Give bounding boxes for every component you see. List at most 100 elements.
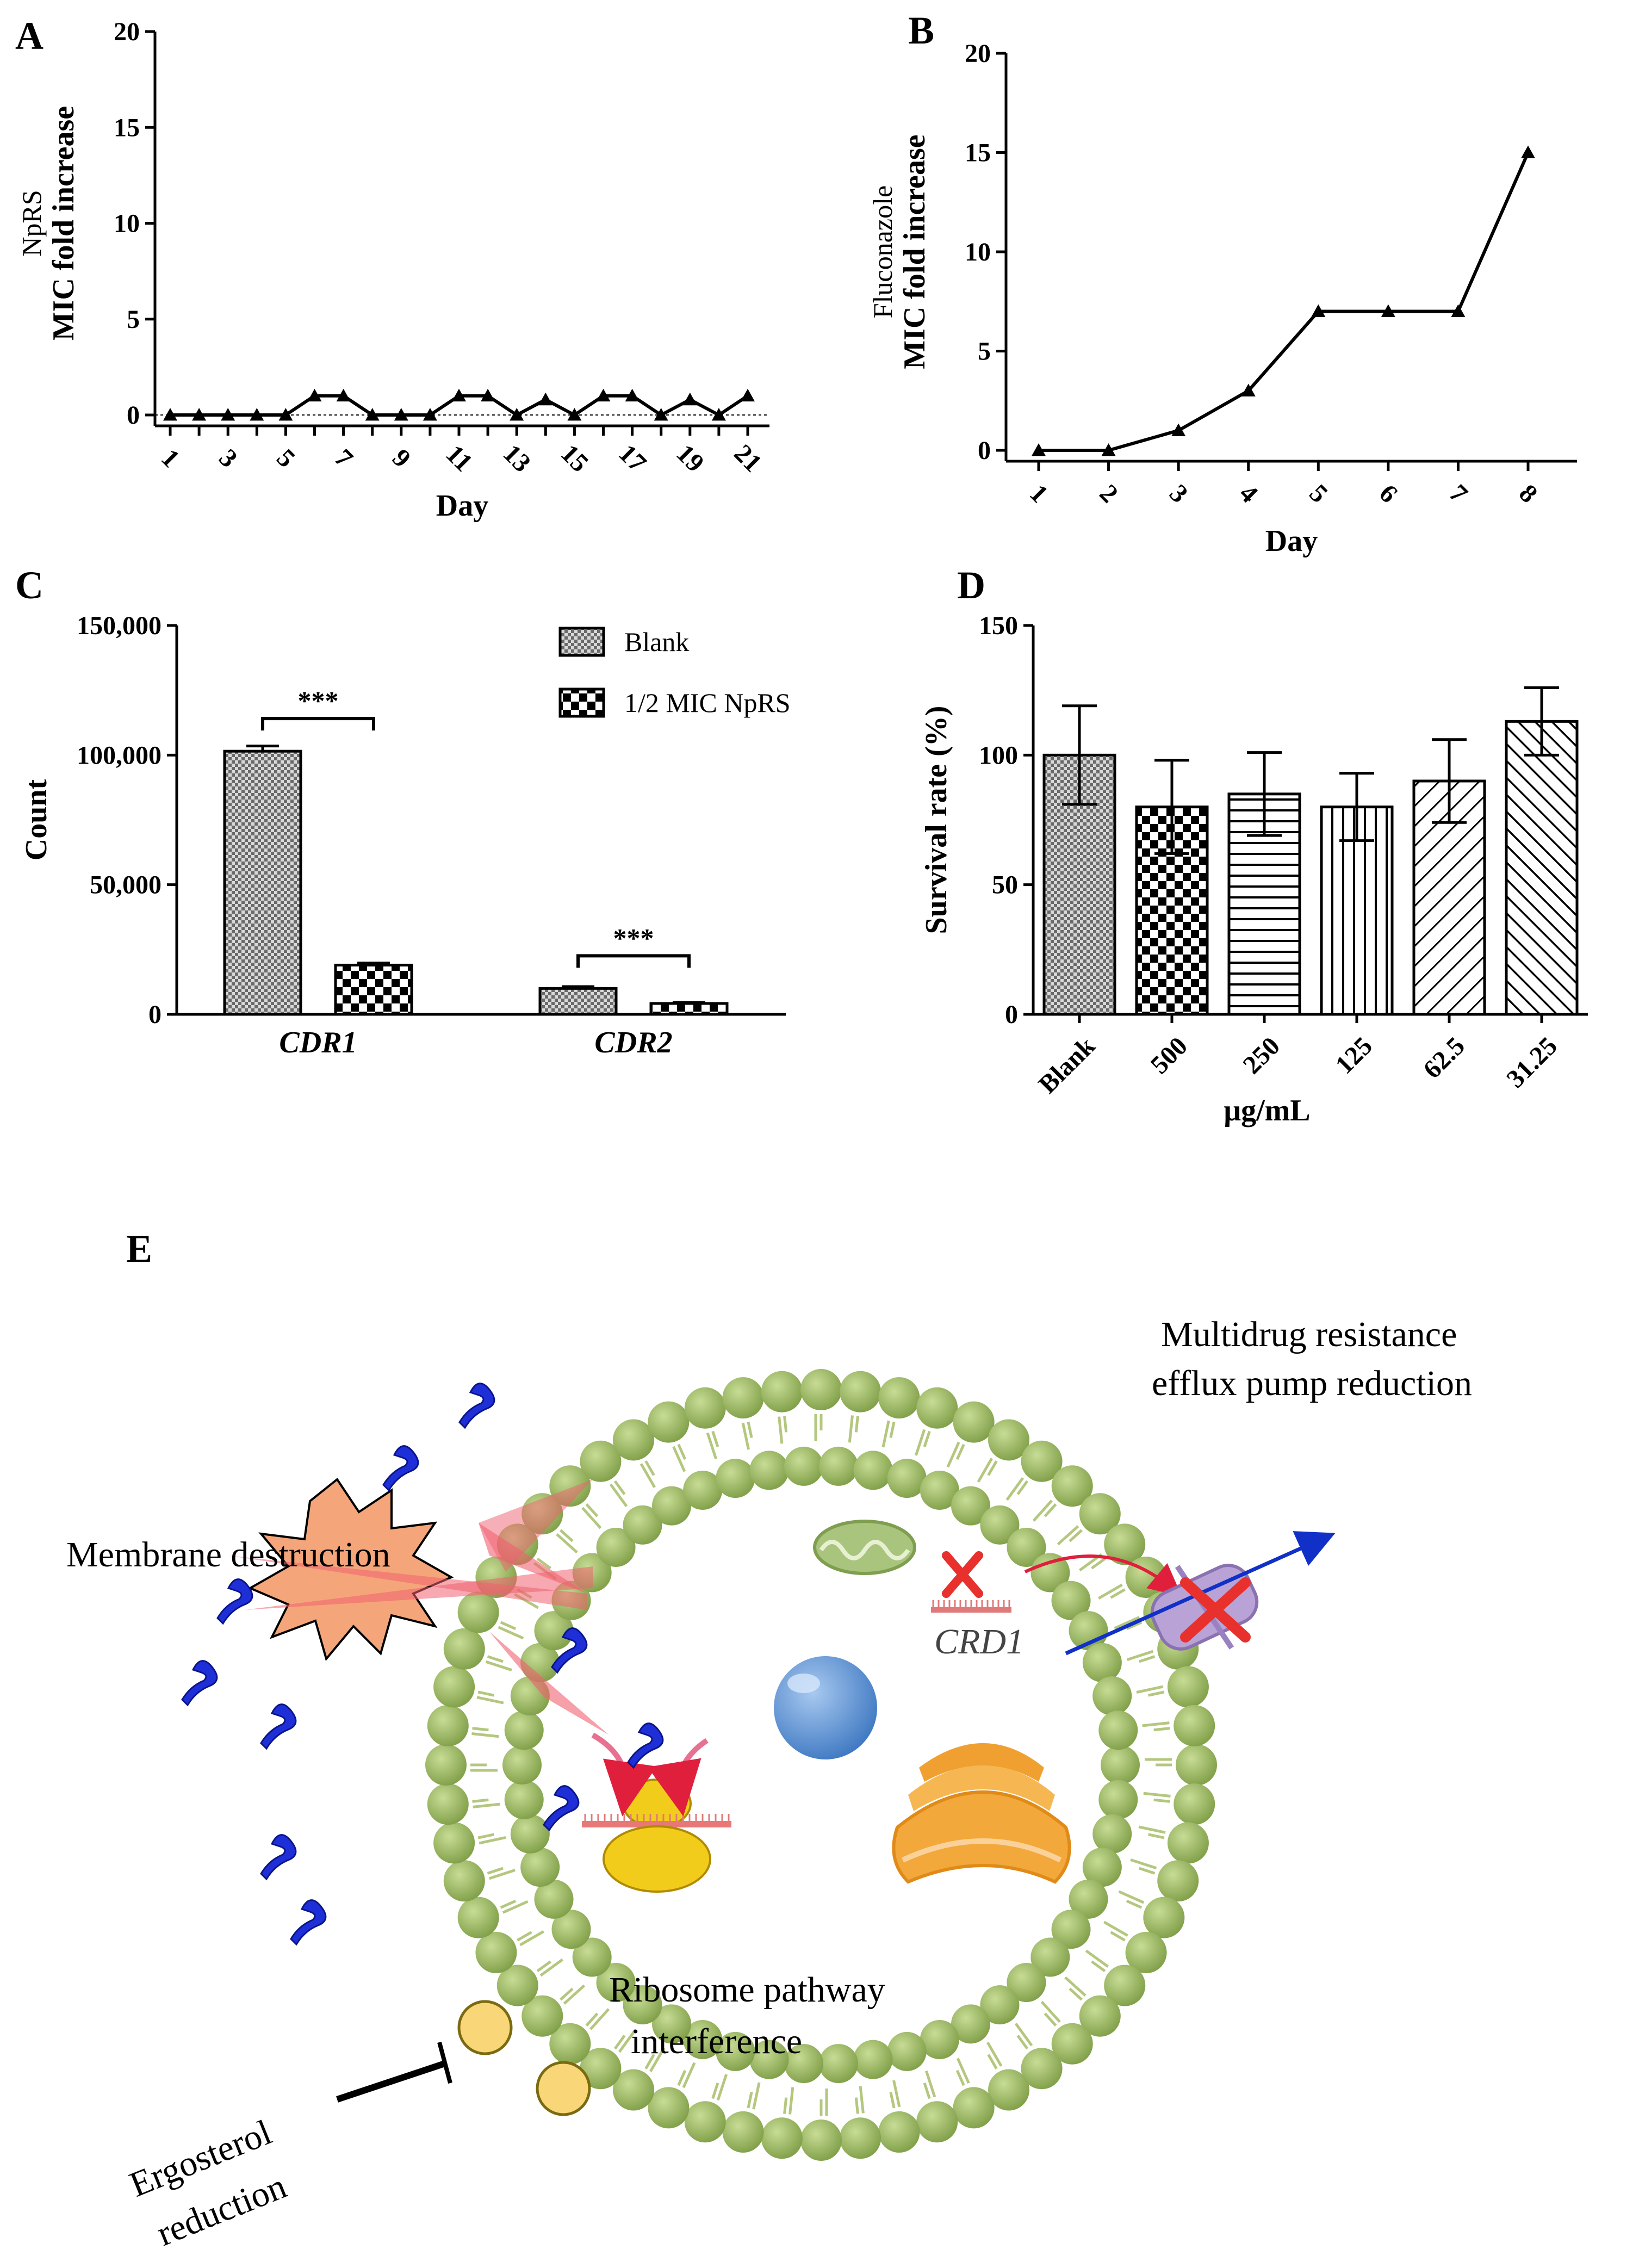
lipid-tail bbox=[1130, 1858, 1157, 1870]
lipid-tail bbox=[609, 1483, 628, 1507]
x-tick-label: 3 bbox=[1164, 479, 1193, 508]
significance-bracket bbox=[261, 717, 375, 731]
lipid-tail bbox=[1069, 1529, 1083, 1542]
data-point bbox=[1381, 304, 1395, 317]
lipid-head bbox=[1051, 1465, 1093, 1507]
x-tick-label: 62.5 bbox=[1418, 1032, 1470, 1085]
lipid-tail bbox=[747, 2092, 753, 2109]
lipid-head bbox=[953, 1401, 995, 1443]
lipid-tail bbox=[476, 1696, 504, 1705]
data-point bbox=[365, 408, 380, 421]
lipid-tail bbox=[1148, 1690, 1165, 1697]
lipid-tail bbox=[955, 2069, 965, 2086]
drug-molecule-icon bbox=[260, 1834, 297, 1881]
lipid-tail bbox=[711, 1430, 719, 1447]
lipid-tail bbox=[1064, 1976, 1087, 1997]
lipid-tail bbox=[672, 1446, 686, 1472]
lipid-head bbox=[1143, 1897, 1185, 1938]
membrane-destruction-label: Membrane destruction bbox=[66, 1535, 390, 1575]
lipid-tail bbox=[613, 2035, 626, 2050]
lipid-tail bbox=[914, 1429, 926, 1456]
lipid-tail bbox=[789, 2087, 794, 2115]
lipid-head bbox=[988, 2069, 1029, 2111]
lipid-tail bbox=[644, 1460, 655, 1476]
lipid-head bbox=[1157, 1860, 1199, 1902]
lipid-tail bbox=[517, 1931, 532, 1942]
lipid-tail bbox=[500, 1621, 517, 1631]
lipid-tail bbox=[1148, 1833, 1165, 1839]
lipid-head bbox=[457, 1591, 499, 1633]
lipid-head bbox=[1079, 1493, 1121, 1535]
ribosome-icon bbox=[582, 1779, 731, 1893]
pump-cross-icon bbox=[1180, 1577, 1251, 1643]
series-line bbox=[1039, 152, 1530, 452]
lipid-tail bbox=[1103, 1920, 1128, 1937]
x-tick-label: 13 bbox=[498, 439, 536, 478]
lipid-head bbox=[596, 1527, 636, 1567]
lipid-tail bbox=[848, 1415, 854, 1443]
lipid-tail bbox=[498, 1626, 524, 1640]
lipid-tail bbox=[1014, 2023, 1033, 2047]
lipid-tail bbox=[618, 2029, 637, 2053]
data-point bbox=[250, 408, 264, 421]
data-point bbox=[741, 388, 755, 402]
lipid-head bbox=[551, 1910, 591, 1949]
data-point bbox=[682, 392, 697, 406]
lipid-head bbox=[818, 2044, 858, 2084]
bar bbox=[538, 987, 618, 1016]
lipid-tail bbox=[487, 1655, 504, 1663]
lipid-tail bbox=[559, 1987, 574, 2001]
lipid-tail bbox=[613, 1480, 626, 1495]
lipid-tail bbox=[987, 2054, 998, 2069]
lipid-tail bbox=[892, 2080, 901, 2108]
y-axis-label: MIC fold increase bbox=[47, 106, 80, 340]
x-tick-label: 7 bbox=[329, 443, 358, 473]
panel-c: C 050,000100,000150,000***CDR1***CDR2Cou… bbox=[15, 563, 791, 1059]
lipid-tail bbox=[472, 1727, 489, 1732]
lipid-tail bbox=[682, 2062, 696, 2089]
x-tick-label: 19 bbox=[670, 439, 709, 478]
ergosterol-icon bbox=[336, 2000, 591, 2116]
bar bbox=[649, 1002, 729, 1016]
bar bbox=[334, 963, 413, 1016]
drug-molecule-icon bbox=[290, 1899, 327, 1946]
lipid-tail bbox=[1016, 2035, 1029, 2050]
nucleus-icon bbox=[774, 1656, 877, 1759]
data-point bbox=[394, 408, 408, 421]
data-point bbox=[452, 388, 466, 402]
lipid-tail bbox=[716, 2074, 728, 2101]
lipid-tail bbox=[1098, 1583, 1123, 1600]
data-point bbox=[510, 408, 524, 421]
lipid-head bbox=[840, 1371, 881, 1412]
lipid-tail bbox=[747, 1421, 753, 1438]
lipid-head bbox=[951, 2004, 990, 2044]
data-point bbox=[481, 388, 495, 402]
lipid-head bbox=[722, 1377, 764, 1419]
lipid-head bbox=[878, 1377, 920, 1419]
lipid-tail bbox=[1085, 1949, 1109, 1968]
golgi-icon bbox=[892, 1743, 1071, 1884]
lipid-tail bbox=[741, 1422, 750, 1450]
significance-label: *** bbox=[613, 922, 654, 953]
lipid-head bbox=[749, 2040, 789, 2079]
lipid-tail bbox=[1044, 1503, 1057, 1517]
lipid-head bbox=[510, 1814, 550, 1854]
x-tick-label: CDR1 bbox=[279, 1026, 357, 1059]
membrane-explosion-icon bbox=[228, 1478, 609, 1735]
lipid-tail bbox=[859, 2086, 865, 2114]
lipid-tail bbox=[1110, 1931, 1126, 1942]
lipid-tail bbox=[485, 1660, 512, 1672]
lipid-head bbox=[580, 2048, 622, 2090]
lipid-head bbox=[722, 2111, 764, 2153]
lipid-head bbox=[1082, 1848, 1122, 1887]
lipid-tail bbox=[585, 2012, 599, 2027]
lipid-head bbox=[652, 2004, 691, 2044]
data-point bbox=[1032, 443, 1046, 456]
lipid-head bbox=[504, 1780, 544, 1819]
lipid-head bbox=[800, 1369, 842, 1410]
y-tick-label: 100 bbox=[979, 741, 1018, 770]
legend-swatch bbox=[558, 687, 605, 718]
lipid-head bbox=[623, 1505, 662, 1545]
